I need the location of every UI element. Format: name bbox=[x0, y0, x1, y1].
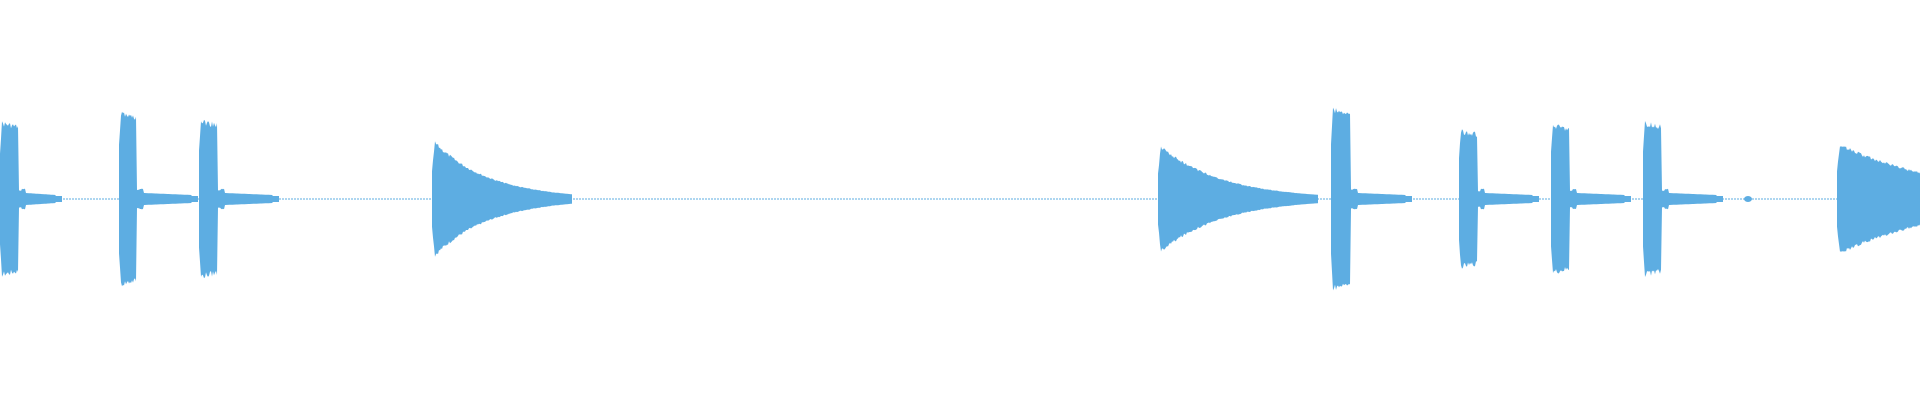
waveform-hit bbox=[1459, 129, 1539, 269]
waveform-events bbox=[0, 107, 1920, 291]
waveform-hit bbox=[1643, 121, 1723, 277]
waveform-tone bbox=[432, 141, 572, 257]
waveform-tone bbox=[1837, 146, 1920, 252]
waveform-hit bbox=[1331, 107, 1412, 291]
waveform-blip bbox=[1744, 196, 1752, 202]
waveform-hit bbox=[199, 119, 279, 279]
waveform-hit bbox=[0, 121, 62, 277]
waveform-hit bbox=[119, 111, 198, 287]
waveform-tone bbox=[1158, 146, 1318, 252]
waveform-hit bbox=[1551, 124, 1631, 274]
